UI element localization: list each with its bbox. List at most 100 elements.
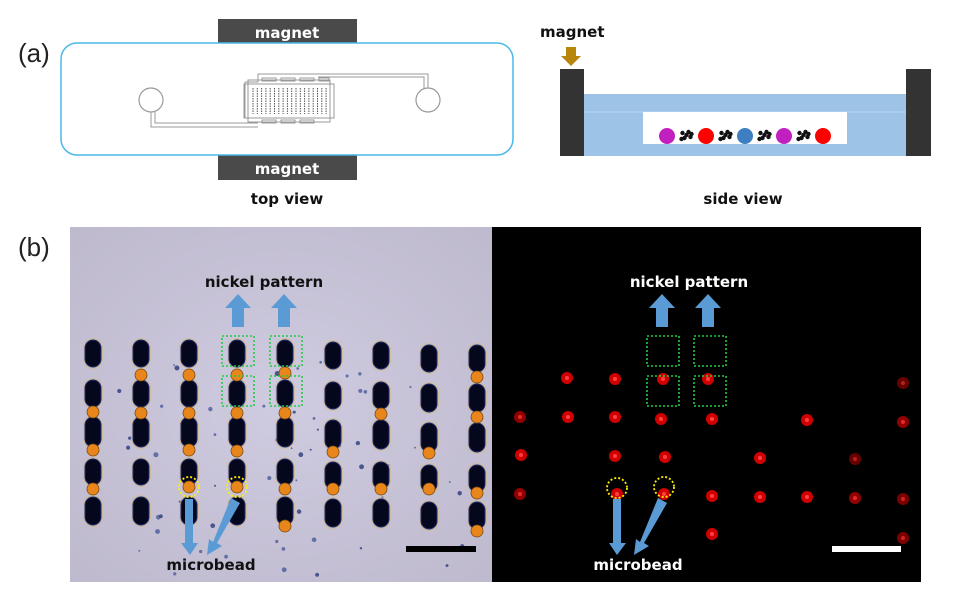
left-magnet: [560, 69, 584, 156]
fluorescence-image: nickel pattern microbead: [496, 227, 921, 582]
magnetic-nanoparticle: [684, 132, 689, 138]
microbead: [230, 444, 244, 458]
nickel-pillar: [276, 379, 294, 408]
side-bead-row: [659, 128, 831, 144]
microbead: [134, 368, 148, 382]
magnetic-nanoparticle: [758, 130, 763, 136]
fl-nickel-label: nickel pattern: [630, 273, 748, 291]
bead-red: [698, 128, 714, 144]
brightfield-image: nickel pattern microbead: [70, 227, 496, 582]
nickel-pillar: [132, 339, 150, 368]
nickel-pillar: [420, 344, 438, 373]
nickel-pillar: [132, 416, 150, 448]
microbead: [470, 486, 484, 500]
microbead: [230, 406, 244, 420]
microchannel: [150, 73, 429, 128]
microbead: [86, 405, 100, 419]
microbead: [182, 406, 196, 420]
highlight-boxes: [221, 335, 303, 407]
nickel-pillar: [84, 379, 102, 408]
microbead: [422, 446, 436, 460]
nickel-pillar: [228, 379, 246, 408]
nickel-pattern-pillars: [83, 338, 487, 531]
side-magnet-label: magnet: [540, 23, 605, 41]
nickel-pillar: [276, 416, 294, 448]
microbead: [86, 443, 100, 457]
microbead: [278, 519, 292, 533]
fl-microbead-arrows: [609, 498, 667, 555]
microbead-arrows: [181, 498, 240, 555]
bf-microbead-label: microbead: [166, 556, 255, 574]
nickel-pillar: [468, 383, 486, 413]
magnetic-nanoparticle: [757, 136, 762, 142]
nickel-pillar: [132, 458, 150, 486]
microbead: [374, 482, 388, 496]
fl-highlight-boxes: [646, 335, 727, 407]
side-view-caption: side view: [703, 190, 782, 208]
magnetic-nanoparticle: [767, 131, 772, 137]
magnetic-nanoparticle: [806, 131, 811, 137]
nickel-pillar: [324, 498, 342, 528]
magnetic-nanoparticle: [728, 131, 733, 137]
microbead: [470, 524, 484, 538]
microbeads: [86, 366, 484, 538]
microbead: [134, 406, 148, 420]
nickel-pillar: [228, 339, 246, 368]
nickel-pattern-arrows: [225, 294, 297, 327]
nickel-pattern-array: [252, 88, 327, 114]
scale-bar: [406, 546, 476, 552]
nickel-pillar: [420, 501, 438, 530]
microbead: [470, 410, 484, 424]
magnetic-nanoparticle: [796, 136, 801, 142]
chamber-slots: [261, 77, 330, 124]
top-view-diagram: magnet magnet top view: [60, 19, 514, 208]
fl-nickel-pattern-arrows: [649, 294, 721, 327]
magnet-top: [218, 19, 357, 43]
microbead: [278, 406, 292, 420]
magnet-down-arrow: [561, 47, 581, 66]
nickel-pillar: [276, 458, 294, 486]
panel-b-label: (b): [18, 232, 50, 262]
side-view-diagram: magnet side view: [540, 23, 931, 208]
bf-nickel-label: nickel pattern: [205, 273, 323, 291]
panel-a-label: (a): [18, 38, 50, 68]
microbead: [230, 480, 244, 494]
nickel-pillar: [180, 339, 198, 368]
microbead: [326, 482, 340, 496]
magnetic-nanoparticle: [762, 132, 767, 138]
microbead: [230, 368, 244, 382]
nickel-pillar: [84, 458, 102, 486]
microbead: [278, 366, 292, 380]
nickel-pillar: [468, 344, 486, 373]
fl-scale-bar: [832, 546, 901, 552]
debris-particles: [117, 360, 477, 577]
top-view-caption: top view: [251, 190, 324, 208]
magnetic-nanoparticle: [718, 136, 723, 142]
nickel-pillar: [180, 416, 198, 448]
microbead: [470, 370, 484, 384]
highlight-circles: [178, 476, 248, 498]
microbead: [422, 482, 436, 496]
bead-red: [815, 128, 831, 144]
microbead: [326, 445, 340, 459]
nickel-pillar: [84, 339, 102, 368]
nickel-pillar: [276, 339, 294, 368]
nickel-pillar: [180, 379, 198, 408]
nickel-pillar: [420, 383, 438, 413]
nickel-pillar: [228, 416, 246, 448]
microbead: [374, 407, 388, 421]
microbead: [182, 368, 196, 382]
magnetic-nanoparticle: [723, 132, 728, 138]
magnetic-nanoparticle: [719, 130, 724, 136]
fl-highlight-circles: [606, 476, 675, 499]
nickel-pillar: [324, 381, 342, 410]
magnetic-nanoparticle: [797, 130, 802, 136]
microbead: [278, 482, 292, 496]
microbead: [86, 482, 100, 496]
nickel-pillar: [372, 419, 390, 450]
bead-blue: [737, 128, 753, 144]
nickel-pillar: [132, 379, 150, 408]
bead-magenta: [659, 128, 675, 144]
nickel-pillar: [372, 498, 390, 528]
nickel-pillar: [132, 496, 150, 526]
